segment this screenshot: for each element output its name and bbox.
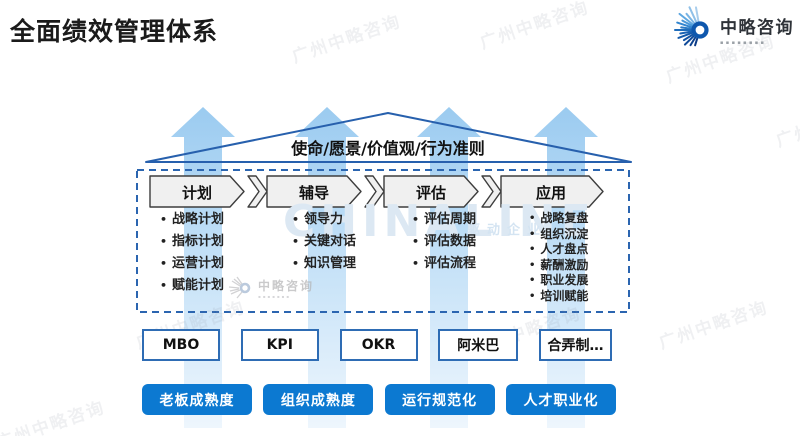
roof-triangle (145, 112, 632, 163)
list-item: 领导力 (292, 209, 412, 231)
stage-items-plan: 战略计划 指标计划 运营计划 赋能计划 (160, 209, 280, 297)
stage-label-coach: 辅导 (298, 183, 329, 202)
list-item: 评估数据 (412, 231, 532, 253)
list-item: 指标计划 (160, 231, 280, 253)
method-box-kpi: KPI (240, 329, 319, 361)
list-item: 运营计划 (160, 253, 280, 275)
starburst-ring-icon (674, 6, 709, 47)
foundation-ops-standard: 运行规范化 (384, 384, 495, 415)
stage-label-apply: 应用 (535, 183, 566, 202)
stage-items-evaluate: 评估周期 评估数据 评估流程 (412, 209, 532, 275)
list-item: 职业发展 (529, 273, 649, 289)
stage-label-plan: 计划 (181, 183, 212, 202)
chevron-separator-1 (247, 175, 268, 208)
foundations-row: 老板成熟度 组织成熟度 运行规范化 人才职业化 (142, 384, 616, 415)
list-item: 评估流程 (412, 253, 532, 275)
stage-items-apply: 战略复盘 组织沉淀 人才盘点 薪酬激励 职业发展 培训赋能 (529, 211, 649, 305)
chevron-separator-3 (481, 175, 502, 208)
list-item: 培训赋能 (529, 289, 649, 305)
foundation-talent-profession: 人才职业化 (505, 384, 616, 415)
method-box-okr: OKR (339, 329, 418, 361)
list-item: 知识管理 (292, 253, 412, 275)
methods-row: MBO KPI OKR 阿米巴 合弄制… (142, 329, 612, 361)
chevron-stage-4 (500, 175, 604, 208)
list-item: 战略计划 (160, 209, 280, 231)
company-logo-name: 中略咨询 (720, 17, 794, 38)
list-item: 人才盘点 (529, 242, 649, 258)
method-box-amoeba: 阿米巴 (438, 329, 519, 361)
stage-label-evaluate: 评估 (415, 183, 446, 202)
list-item: 关键对话 (292, 231, 412, 253)
stage-items-coach: 领导力 关键对话 知识管理 (292, 209, 412, 275)
list-item: 战略复盘 (529, 211, 649, 227)
company-logo-tagline: ▪▪▪▪▪▪▪▪ (720, 39, 767, 46)
foundation-boss-maturity: 老板成熟度 (142, 384, 252, 415)
chevron-stage-2 (266, 175, 362, 208)
company-logo: 中略咨询 ▪▪▪▪▪▪▪▪ (668, 6, 794, 52)
list-item: 评估周期 (412, 209, 532, 231)
method-box-mbo: MBO (142, 329, 220, 361)
page-title: 全面绩效管理体系 (10, 17, 219, 46)
foundation-org-maturity: 组织成熟度 (263, 384, 374, 415)
chevron-stage-1 (149, 175, 245, 208)
chevron-separator-2 (364, 175, 385, 208)
dashed-frame (136, 169, 630, 313)
list-item: 赋能计划 (160, 275, 280, 297)
roof-label: 使命/愿景/价值观/行为准则 (291, 139, 485, 158)
method-box-holacracy: 合弄制… (539, 329, 612, 361)
list-item: 薪酬激励 (529, 258, 649, 274)
chevron-stage-3 (383, 175, 479, 208)
list-item: 组织沉淀 (529, 227, 649, 243)
